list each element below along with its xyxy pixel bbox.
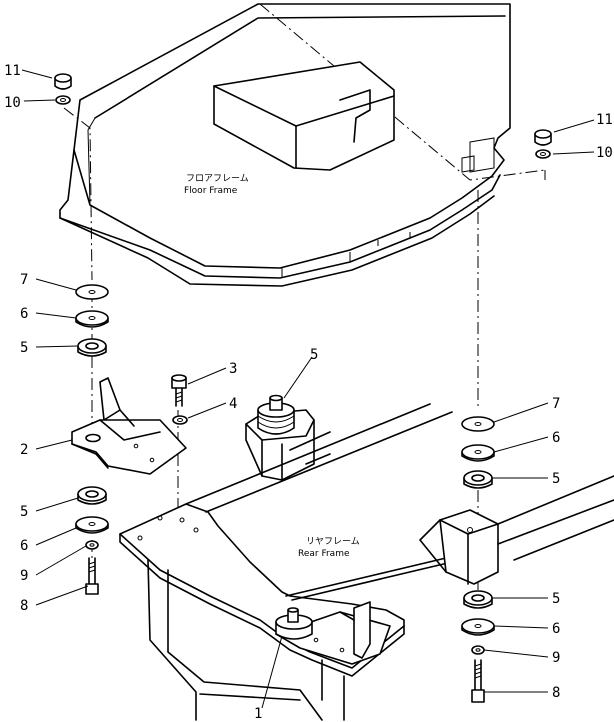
rear-frame-label-jp: リヤフレーム (306, 536, 360, 547)
floor-frame-label-jp: フロアフレーム (186, 173, 249, 184)
washer-7-left (75, 284, 109, 300)
rear-frame-label-en: Rear Frame (298, 549, 350, 559)
callout-6-left: 6 (20, 306, 28, 322)
bracket-1 (275, 601, 391, 665)
leader-lines (21, 69, 595, 709)
floor-frame (59, 3, 546, 287)
callout-5-right-top: 5 (552, 471, 560, 487)
washer-6-right (461, 444, 495, 462)
mount-rubber-5-left-top (77, 338, 107, 357)
nut-left-top (54, 73, 72, 90)
center-mount-block (245, 394, 315, 481)
washer-right-top (535, 149, 551, 159)
bolt-8-left (85, 557, 99, 595)
callout-1: 1 (254, 706, 262, 722)
callout-11-right: 11 (596, 112, 613, 128)
callout-5-right-bottom: 5 (552, 591, 560, 607)
callout-6-left-bottom: 6 (20, 538, 28, 554)
washer-9-right (471, 645, 485, 655)
callout-6-right-bottom: 6 (552, 621, 560, 637)
nut-right-top (534, 129, 552, 146)
washer-left-top (55, 95, 71, 105)
washer-9-left (85, 540, 99, 550)
bolt-8-right (471, 659, 485, 703)
mount-rubber-5-left-bottom (77, 486, 107, 505)
callouts: 11 10 11 10 7 6 5 3 4 5 2 5 6 9 8 7 6 5 … (4, 63, 613, 722)
rear-frame (119, 403, 614, 721)
mount-rubber-5-right-top (463, 470, 493, 489)
callout-6-right: 6 (552, 430, 560, 446)
callout-8-left: 8 (20, 598, 28, 614)
callout-2: 2 (20, 442, 28, 458)
floor-frame-label-en: Floor Frame (184, 186, 238, 196)
bracket-2 (71, 377, 187, 475)
callout-7-right: 7 (552, 396, 560, 412)
mount-rubber-5-right-bottom (463, 590, 493, 609)
callout-10-left: 10 (4, 95, 21, 111)
callout-4: 4 (229, 396, 237, 412)
callout-11-left: 11 (4, 63, 21, 79)
callout-5-left-bottom: 5 (20, 504, 28, 520)
callout-10-right: 10 (596, 145, 613, 161)
washer-4 (172, 415, 188, 425)
callout-9-left: 9 (20, 568, 28, 584)
callout-8-right: 8 (552, 685, 560, 701)
callout-5-left-top: 5 (20, 340, 28, 356)
washer-6-left (75, 310, 109, 328)
washer-6-left-bottom (75, 516, 109, 534)
callout-3: 3 (229, 361, 237, 377)
bolt-3 (171, 374, 187, 407)
washer-7-right (461, 416, 495, 432)
washer-6-right-bottom (461, 618, 495, 636)
callout-5-center-mount: 5 (310, 347, 318, 363)
callout-7-left: 7 (20, 272, 28, 288)
callout-9-right: 9 (552, 650, 560, 666)
